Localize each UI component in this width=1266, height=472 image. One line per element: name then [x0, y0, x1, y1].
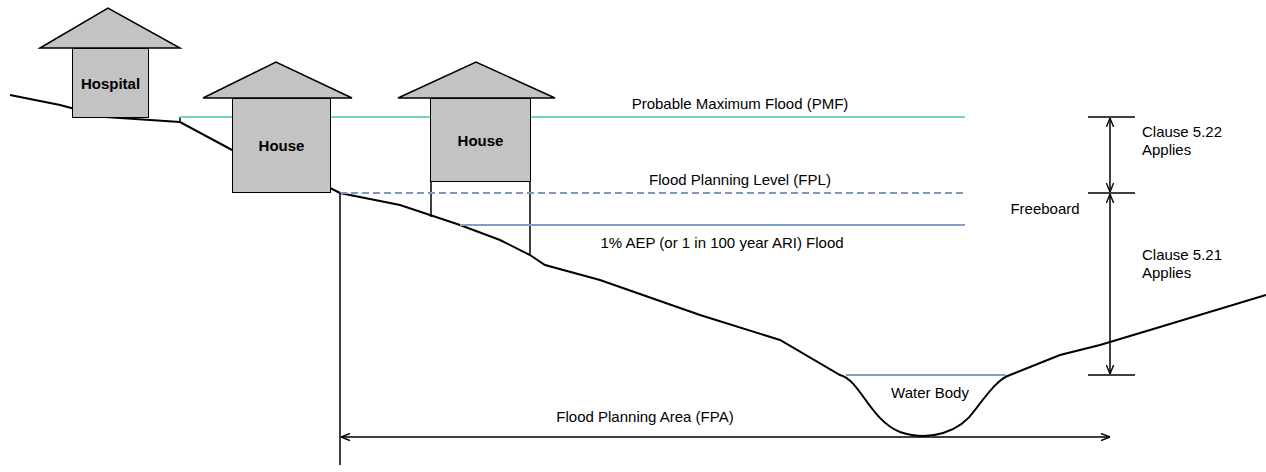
- dimension-tick: [1088, 192, 1135, 194]
- fpl-line: [340, 192, 965, 194]
- hospital-roof: [40, 8, 180, 48]
- water-surface: [846, 374, 1006, 376]
- annotation-label: 1% AEP (or 1 in 100 year ARI) Flood: [600, 234, 843, 252]
- annotation-label: Water Body: [891, 384, 969, 402]
- aep-line: [460, 224, 965, 226]
- house-roof: [203, 62, 352, 98]
- annotation-label: Clause 5.21 Applies: [1142, 246, 1234, 282]
- dimension-tick: [1088, 116, 1135, 118]
- stilt: [430, 182, 432, 217]
- building-name: House: [458, 132, 504, 149]
- annotation-label: Freeboard: [1010, 200, 1079, 218]
- dimension-arrow: [341, 436, 1110, 438]
- dimension-arrow: [1109, 118, 1111, 192]
- annotation-label: Flood Planning Area (FPA): [556, 408, 733, 426]
- dimension-arrow: [1109, 194, 1111, 374]
- building-name: House: [259, 137, 305, 154]
- building-box: House: [232, 98, 331, 193]
- extent-line: [339, 193, 341, 465]
- annotation-label: Clause 5.22 Applies: [1142, 123, 1234, 159]
- annotation-label: Probable Maximum Flood (PMF): [632, 95, 849, 113]
- building-box: Hospital: [72, 48, 149, 118]
- dimension-tick: [1088, 374, 1135, 376]
- house-roof: [398, 62, 555, 98]
- ground-profile: [10, 95, 1266, 436]
- annotation-label: Flood Planning Level (FPL): [649, 171, 831, 189]
- building-name: Hospital: [81, 75, 140, 92]
- building-box: House: [430, 98, 531, 182]
